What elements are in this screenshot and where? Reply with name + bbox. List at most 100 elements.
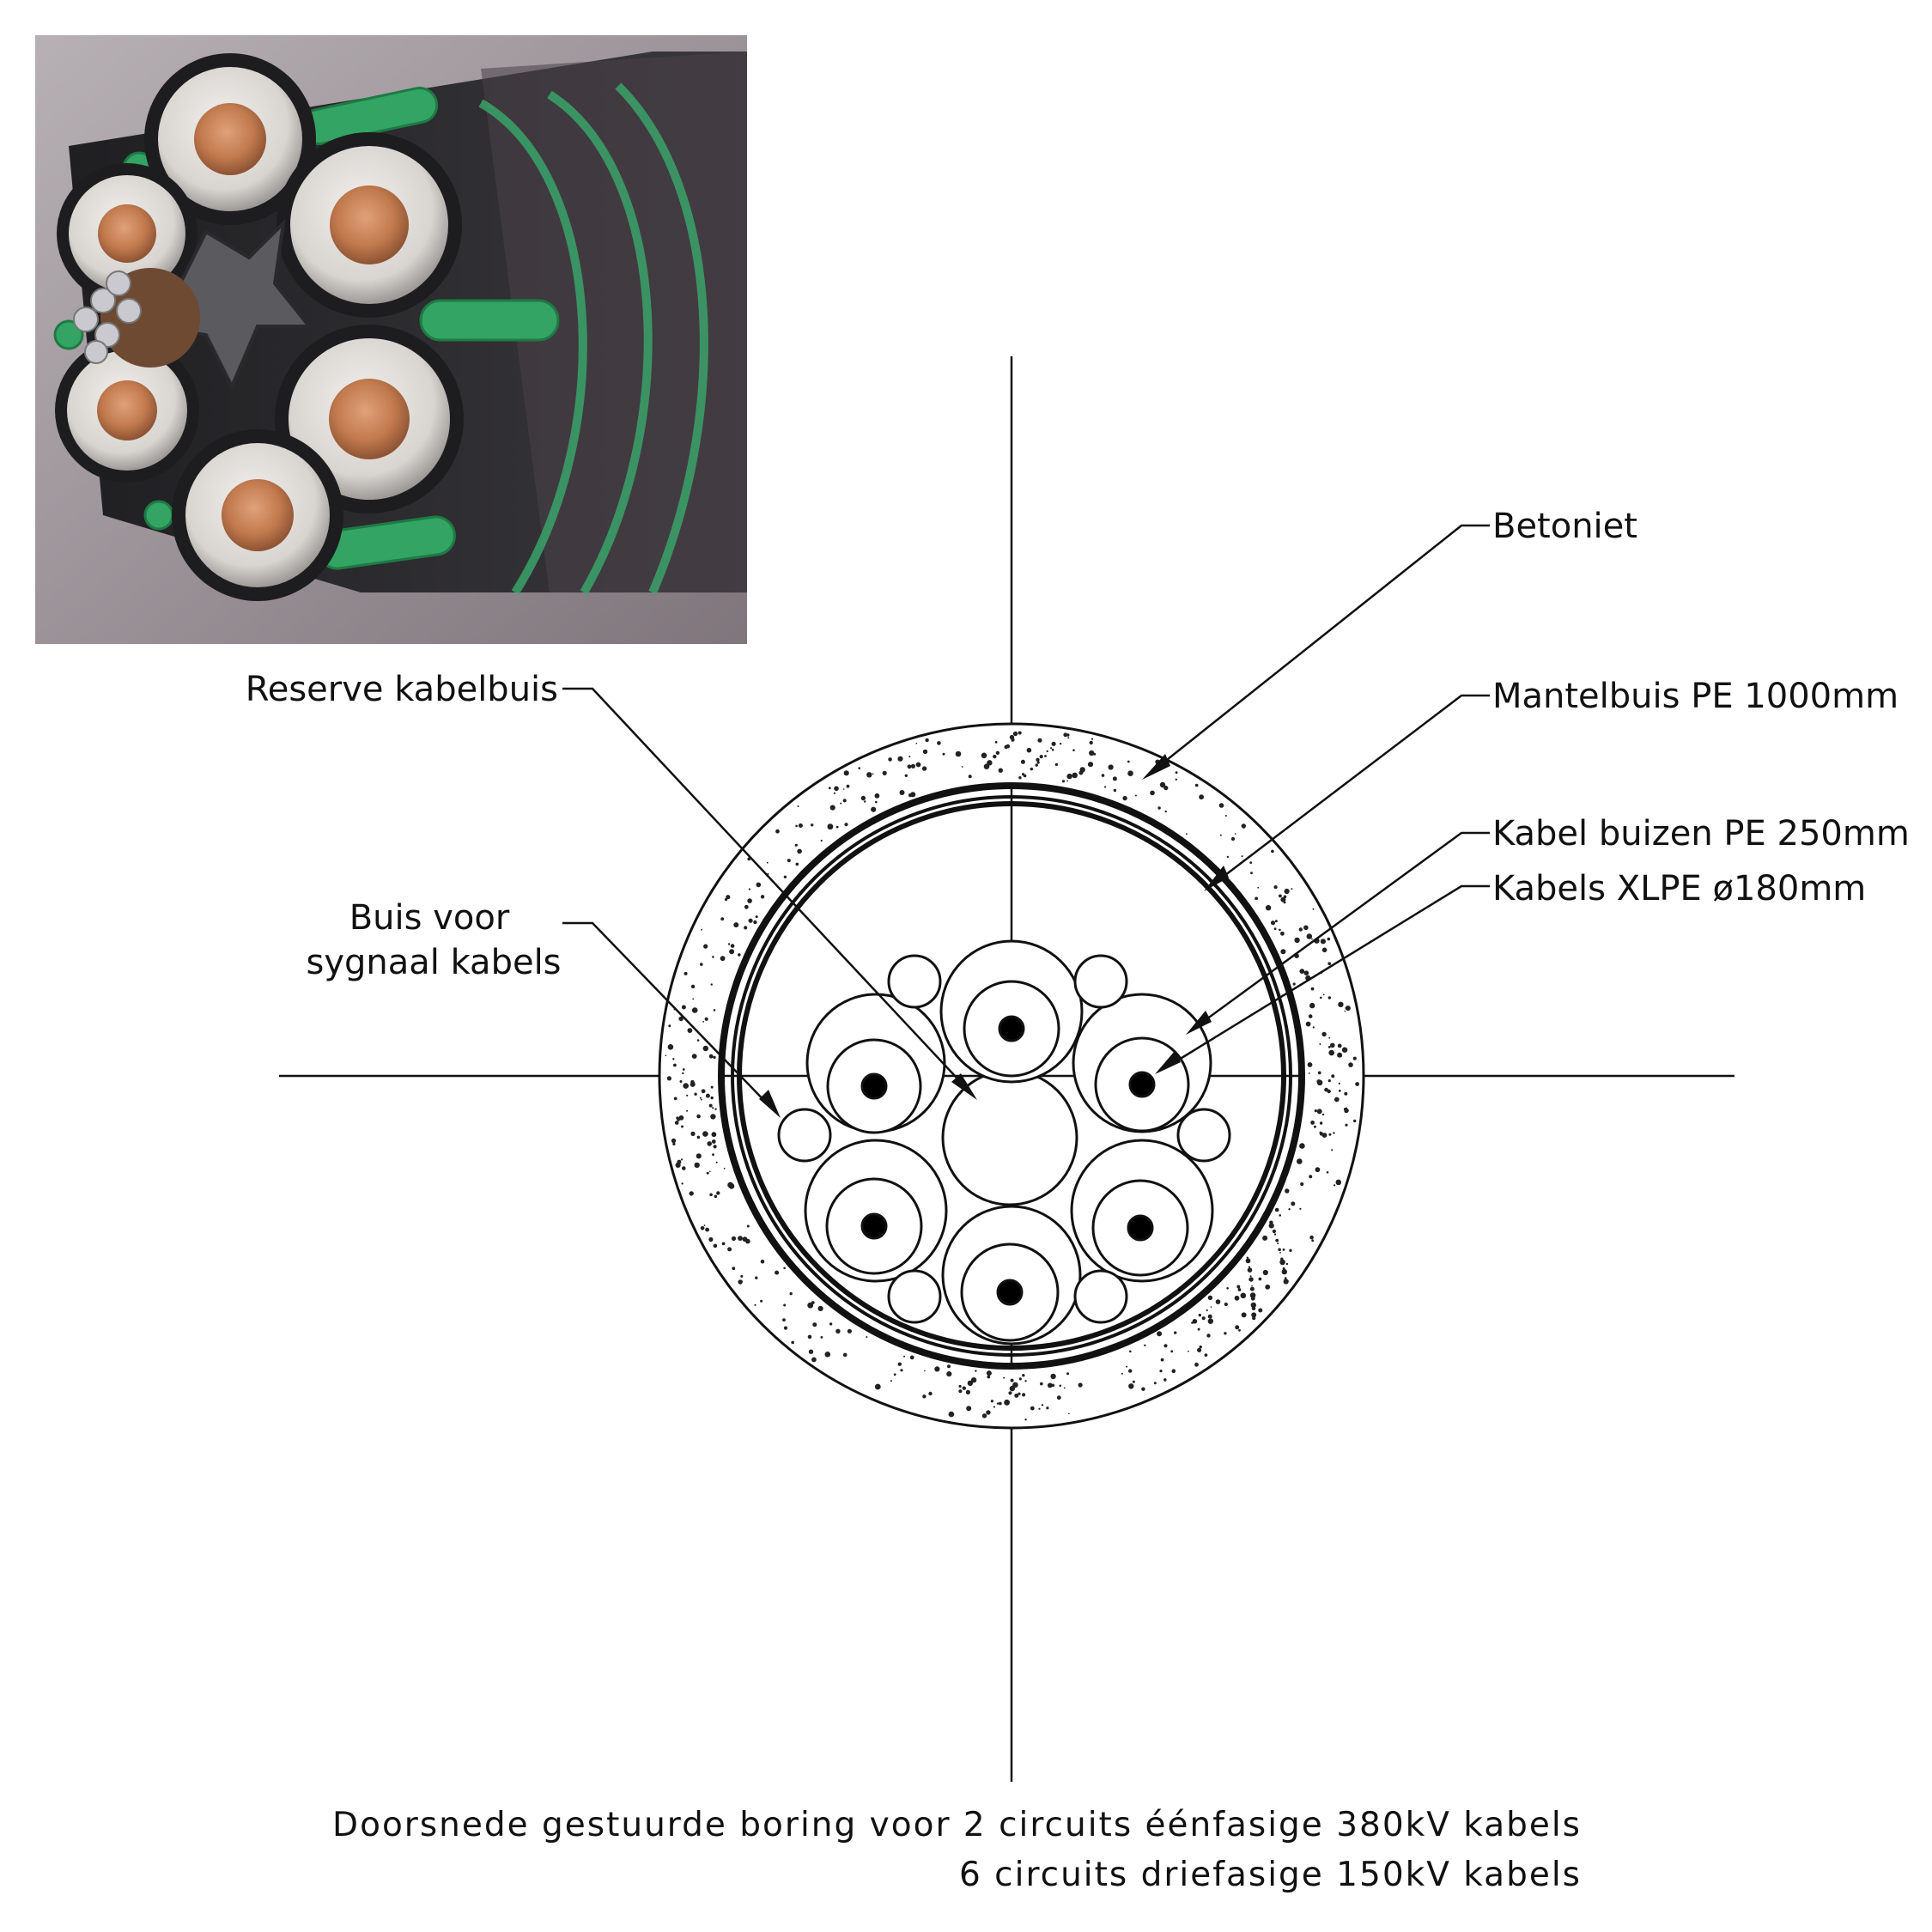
speckle: [1022, 1393, 1026, 1397]
speckle: [1051, 741, 1056, 746]
speckle: [1163, 1344, 1168, 1348]
speckle: [1126, 1365, 1128, 1368]
speckle: [1050, 747, 1053, 750]
speckle: [1087, 762, 1094, 768]
speckle: [833, 792, 836, 794]
speckle: [1127, 770, 1133, 776]
reserve-kabelbuis: [941, 1069, 1078, 1206]
speckle: [1249, 1286, 1255, 1291]
speckle: [1188, 1350, 1189, 1352]
speckle: [1353, 1119, 1357, 1123]
speckle: [1047, 1382, 1053, 1388]
speckle: [1249, 1275, 1252, 1278]
speckle: [811, 823, 814, 827]
speckle: [710, 1085, 714, 1089]
speckle: [1310, 1121, 1315, 1125]
speckle: [1298, 927, 1303, 932]
speckle: [835, 1328, 841, 1334]
speckle: [668, 1024, 671, 1028]
speckle: [1284, 888, 1290, 895]
speckle: [694, 1162, 700, 1169]
speckle: [900, 1369, 903, 1372]
speckle: [1066, 773, 1072, 780]
speckle: [754, 1303, 756, 1306]
speckle: [1307, 1062, 1313, 1067]
speckle: [753, 920, 757, 925]
label-mantelbuis: Mantelbuis PE 1000mm: [1492, 677, 1899, 716]
speckle: [1248, 1266, 1250, 1268]
speckle: [1036, 757, 1040, 762]
speckle: [1322, 993, 1325, 996]
speckle: [888, 757, 892, 762]
speckle: [1127, 760, 1130, 763]
speckle: [1039, 755, 1043, 759]
speckle: [1313, 1125, 1316, 1128]
speckle: [1010, 1378, 1014, 1382]
speckle: [667, 1044, 674, 1050]
speckle: [1068, 1413, 1070, 1414]
speckle: [998, 1401, 1002, 1406]
speckle: [682, 1068, 685, 1071]
speckle: [1251, 1306, 1256, 1310]
speckle: [1277, 1242, 1279, 1245]
speckle: [828, 787, 831, 790]
speckle: [682, 1072, 684, 1075]
speckle: [1128, 1383, 1134, 1389]
speckle: [1250, 872, 1253, 875]
speckle: [1279, 1214, 1281, 1217]
speckle: [1235, 1325, 1240, 1330]
speckle: [1198, 1313, 1202, 1317]
speckle: [1241, 1312, 1247, 1318]
speckle: [1340, 1054, 1342, 1058]
speckle: [795, 862, 799, 866]
speckle: [1059, 1384, 1062, 1388]
speckle: [829, 1322, 833, 1326]
speckle: [665, 1054, 667, 1056]
speckle: [1157, 1331, 1163, 1337]
speckle: [755, 1276, 758, 1279]
speckle: [1262, 1269, 1268, 1276]
speckle: [713, 1145, 717, 1149]
speckle: [915, 742, 918, 744]
speckle: [798, 823, 803, 828]
speckle: [975, 1370, 977, 1372]
speckle: [1194, 783, 1199, 787]
speckle: [1288, 1208, 1291, 1211]
speckle: [1303, 970, 1309, 975]
speckle: [1320, 939, 1326, 945]
speckle: [1255, 896, 1258, 901]
speckle: [1207, 1295, 1213, 1301]
speckle: [677, 1118, 680, 1121]
speckle: [1207, 1314, 1212, 1319]
speckle: [715, 1161, 718, 1163]
caption-line-2: 6 circuits driefasige 150kV kabels: [959, 1856, 1582, 1894]
speckle: [696, 1039, 700, 1042]
speckle: [712, 1153, 714, 1156]
speckle: [1241, 823, 1247, 829]
speckle: [946, 1371, 952, 1377]
speckle: [691, 1054, 697, 1059]
speckle: [1224, 1302, 1228, 1307]
speckle: [1284, 1277, 1287, 1280]
speckle: [1316, 1109, 1322, 1115]
speckle: [893, 1373, 896, 1376]
speckle: [1319, 1121, 1323, 1125]
speckle: [1206, 1309, 1208, 1312]
speckle: [724, 898, 728, 902]
speckle: [983, 763, 990, 769]
speckle: [1054, 762, 1059, 767]
speckle: [1009, 1385, 1016, 1392]
speckle: [1141, 1387, 1145, 1391]
speckle: [677, 1159, 682, 1164]
speckle: [1129, 1350, 1132, 1353]
speckle: [937, 741, 941, 745]
speckle: [1030, 767, 1034, 771]
speckle: [1157, 806, 1161, 810]
speckle: [1153, 1382, 1157, 1385]
speckle: [1250, 1302, 1257, 1309]
speckle: [702, 1021, 705, 1023]
speckle: [794, 843, 798, 847]
speckle: [1305, 1021, 1311, 1027]
speckle: [1108, 764, 1114, 770]
speckle: [748, 918, 753, 923]
